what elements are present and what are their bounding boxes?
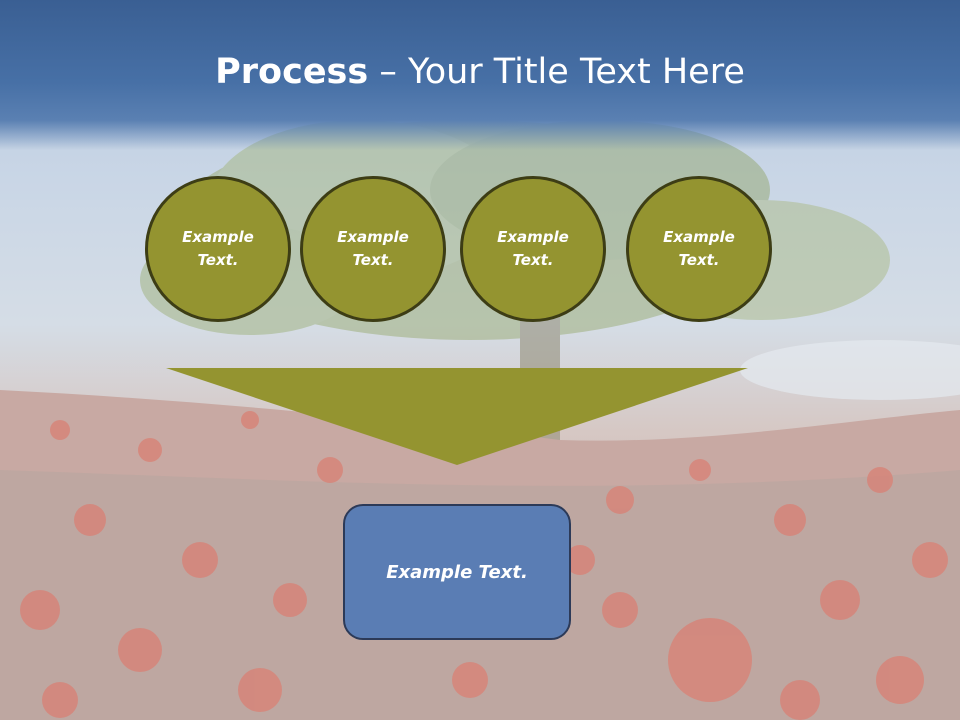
step-3-line2: Text.: [512, 251, 554, 269]
title-rest: – Your Title Text Here: [368, 52, 745, 92]
cloud: [740, 340, 960, 400]
step-2-line2: Text.: [352, 251, 394, 269]
header-band: [0, 0, 960, 150]
title-strong: Process: [215, 52, 369, 92]
step-1-line2: Text.: [197, 251, 239, 269]
step-3-line1: Example: [497, 228, 569, 246]
result-label: Example Text.: [386, 561, 528, 583]
result-box: Example Text.: [343, 504, 571, 640]
slide-title: Process – Your Title Text Here: [0, 52, 960, 92]
step-4-line2: Text.: [678, 251, 720, 269]
step-2-line1: Example: [337, 228, 409, 246]
funnel-triangle: [166, 368, 748, 465]
step-1-line1: Example: [182, 228, 254, 246]
step-4-line1: Example: [663, 228, 735, 246]
